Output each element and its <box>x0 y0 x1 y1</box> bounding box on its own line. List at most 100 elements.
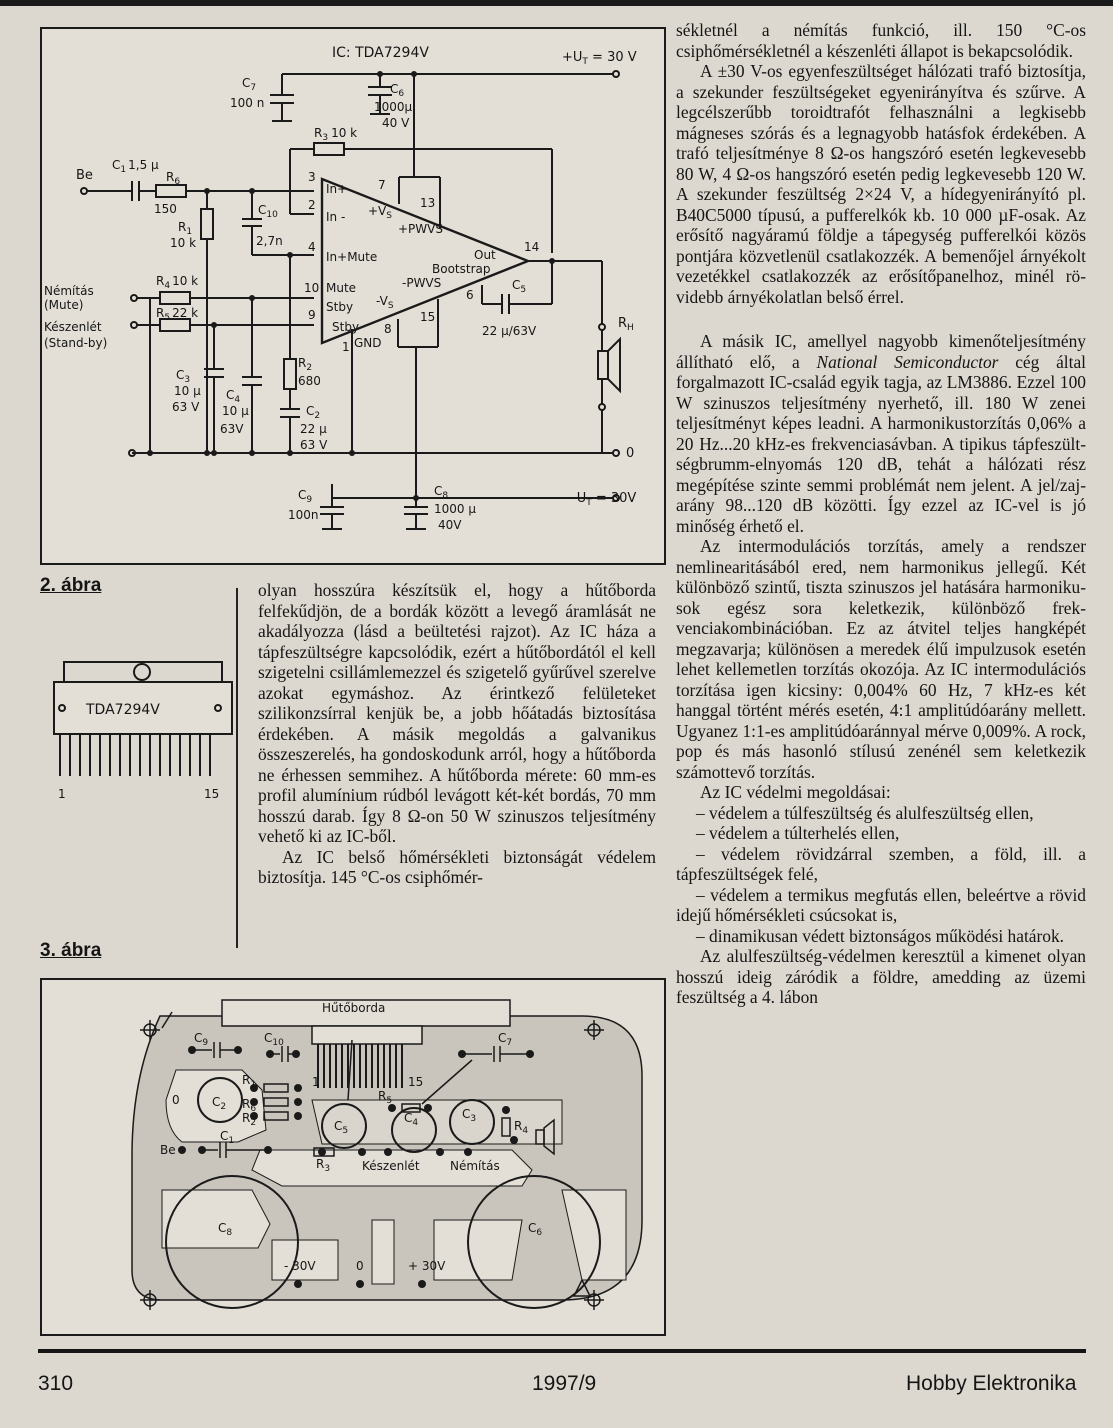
figure-2-caption: 2. ábra <box>40 575 102 596</box>
schematic-figure: IC: TDA7294V +UT = 30 V -UT = 30V 0 Be N… <box>40 27 666 565</box>
ic-in-plus-mute: In+Mute <box>326 250 377 264</box>
footer-rule <box>38 1349 1086 1353</box>
pcb-drawing: Hűtőborda <box>131 999 643 1310</box>
c8-value-2: 40V <box>438 518 462 532</box>
pcb-c6: C6 <box>528 1221 542 1238</box>
ic-pin13: 13 <box>420 196 435 210</box>
c10-label: C10 <box>258 203 278 220</box>
c4-value: 10 µ <box>222 404 249 418</box>
ic-pin1: 1 <box>342 340 350 354</box>
ic-bootstrap: Bootstrap <box>432 262 490 276</box>
right-paragraph-1: sékletnél a némítás funkció, ill. 150 °C… <box>676 20 1086 61</box>
c6-label: C6 <box>390 82 404 99</box>
ic-pin14: 14 <box>524 240 539 254</box>
mute-label-2: (Mute) <box>44 298 83 312</box>
c4-value-2: 63V <box>220 422 244 436</box>
pcb-c5: C5 <box>334 1119 348 1136</box>
ic-out: Out <box>474 248 496 262</box>
pcb-c8: C8 <box>218 1221 232 1238</box>
ic-pin7: 7 <box>378 178 386 192</box>
input-label: Be <box>76 168 93 183</box>
issue-number: 1997/9 <box>532 1372 597 1395</box>
pcb-zero-left: 0 <box>172 1093 180 1107</box>
right-paragraph-5: Az IC védelmi megoldásai: <box>700 782 891 802</box>
pcb-be: Be <box>160 1143 176 1157</box>
r1-label: R1 <box>178 220 192 237</box>
pcb-pin15: 15 <box>408 1075 423 1089</box>
top-border <box>0 0 1113 6</box>
pcb-keszenlet: Készenlét <box>362 1159 420 1173</box>
right-column-text: sékletnél a némítás funkció, ill. 150 °C… <box>676 20 1086 1008</box>
right-paragraph-4: Az intermodulációs torzítás, amely a ren… <box>676 536 1086 782</box>
pcb-c1: C1 <box>220 1129 234 1146</box>
middle-paragraph-1: olyan hosszúra készítsük el, hogy a hűtő… <box>258 580 656 846</box>
protection-item-2: – védelem a túlterhelés ellen, <box>696 823 900 843</box>
ic-package-drawing: TDA7294V 1 15 <box>53 661 233 801</box>
pcb-nemitas: Némítás <box>450 1159 500 1173</box>
protection-item-1: – védelem a túlfeszültség és alulfeszült… <box>696 802 1034 823</box>
ic-pin10: 10 <box>304 281 319 295</box>
pcb-pin1: 1 <box>312 1075 320 1089</box>
pcb-c3: C3 <box>462 1107 476 1124</box>
pcb-c9: C9 <box>194 1031 208 1048</box>
ic-pin8: 8 <box>384 322 392 336</box>
pcb-c4: C4 <box>404 1111 418 1128</box>
c9-value: 100n <box>288 508 319 522</box>
c2-label: C2 <box>306 404 320 421</box>
ic-stby-2: Stby <box>332 320 359 334</box>
ic-part-number: TDA7294V <box>85 702 160 718</box>
ic-vs-plus: +VS <box>368 204 392 221</box>
pcb-c7: C7 <box>498 1031 512 1048</box>
middle-paragraph-2: Az IC belső hőmérsékleti biztonságát véd… <box>258 846 656 888</box>
c7-label: C7 <box>242 76 256 93</box>
ic-pin3: 3 <box>308 170 316 184</box>
c5-label: C5 <box>512 278 526 295</box>
ic-vs-minus: -VS <box>376 294 394 311</box>
c5-value: 22 µ/63V <box>482 324 537 338</box>
pcb-figure: Hűtőborda <box>40 978 666 1336</box>
ic-mute: Mute <box>326 281 356 295</box>
r6-value: 150 <box>154 202 177 216</box>
pcb-pos30: + 30V <box>408 1259 446 1273</box>
pcb-c2: C2 <box>212 1095 226 1112</box>
c9-label: C9 <box>298 488 312 505</box>
ic-pin4: 4 <box>308 240 316 254</box>
c8-value: 1000 µ <box>434 502 476 516</box>
r2-value: 680 <box>298 374 321 388</box>
r6-label: R6 <box>166 170 180 187</box>
ic-title: IC: TDA7294V <box>332 45 429 61</box>
pin-first-label: 1 <box>58 787 66 801</box>
protection-item-5: – dinamikusan védett biztonságos mű­ködé… <box>696 925 1065 946</box>
c2-value-2: 63 V <box>300 438 328 452</box>
heatsink-label: Hűtőborda <box>322 1001 385 1015</box>
mute-label: Némítás <box>44 284 94 298</box>
schematic-drawing: IC: TDA7294V +UT = 30 V -UT = 30V 0 Be N… <box>44 45 637 532</box>
pcb-r2: R2 <box>242 1111 256 1128</box>
right-paragraph-6: Az alulfeszültség-védelmen keresztül a k… <box>676 946 1086 1007</box>
ic-pin9: 9 <box>308 308 316 322</box>
c7-value: 100 n <box>230 96 264 110</box>
figure-3-caption: 3. ábra <box>40 940 102 961</box>
c2-value: 22 µ <box>300 422 327 436</box>
c6-value: 1000µ <box>374 100 413 114</box>
ic-pwvs-plus: +PWVS <box>398 222 443 236</box>
pcb-r5: R5 <box>378 1089 392 1106</box>
pcb-r3: R3 <box>316 1157 330 1174</box>
ic-pin6: 6 <box>466 288 474 302</box>
c6-value-2: 40 V <box>382 116 410 130</box>
r2-label: R2 <box>298 356 312 373</box>
right-paragraph-3: A másik IC, amellyel nagyobb kimenő­telj… <box>676 331 1086 536</box>
r1-value: 10 k <box>170 236 196 250</box>
c3-label: C3 <box>176 368 190 385</box>
c3-value-2: 63 V <box>172 400 200 414</box>
pcb-zero: 0 <box>356 1259 364 1273</box>
c3-value: 10 µ <box>174 384 201 398</box>
pcb-r6: R6 <box>242 1097 256 1114</box>
supply-pos: +UT = 30 V <box>562 50 637 67</box>
c8-label: C8 <box>434 484 448 501</box>
ic-pin15: 15 <box>420 310 435 324</box>
